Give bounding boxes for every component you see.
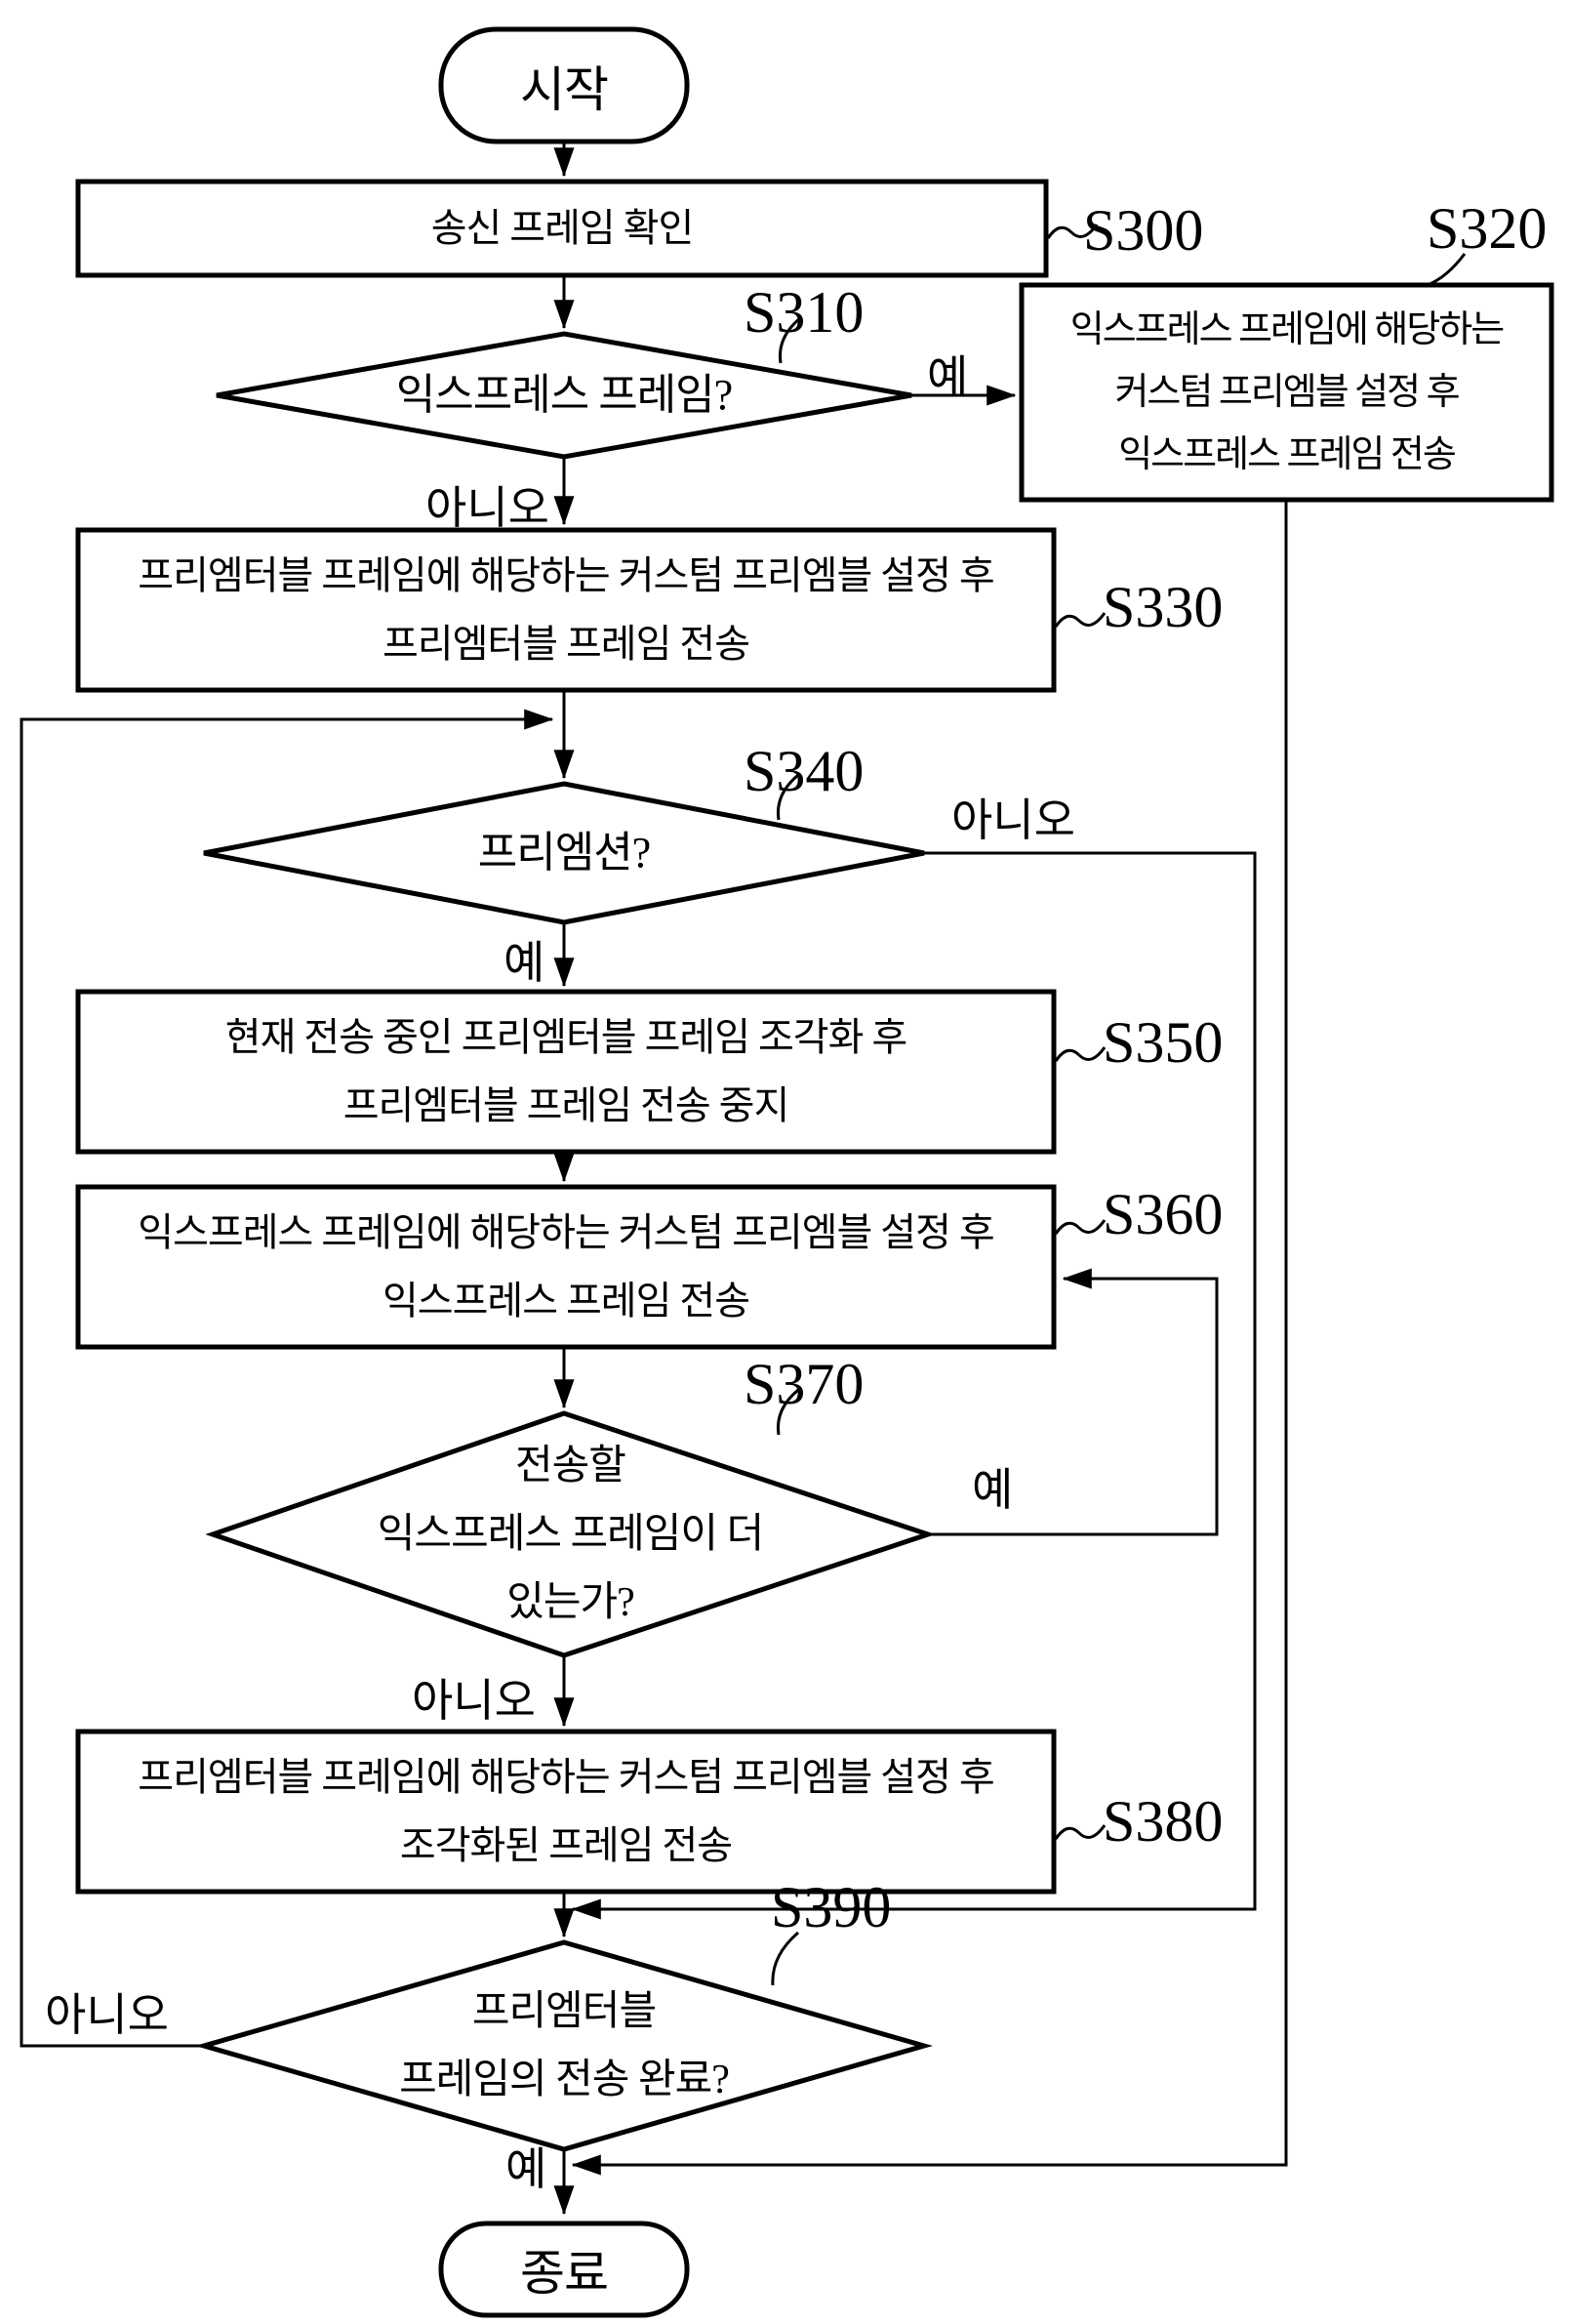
s350-line-2: 프리엠터블 프레임 전송 중지: [342, 1083, 790, 1127]
s380-line-2: 조각화된 프레임 전송: [399, 1823, 733, 1867]
s340-decision-text: 프리엠션?: [204, 784, 924, 922]
s320-step-label: S320: [1427, 196, 1548, 261]
s320-line-1: 익스프레스 프레임에 해당하는: [1069, 309, 1505, 350]
s320-process-text: 익스프레스 프레임에 해당하는 커스텀 프리엠블 설정 후 익스프레스 프레임 …: [1022, 285, 1551, 500]
s330-step-label: S330: [1103, 575, 1224, 639]
s310-decision-text: 익스프레스 프레임?: [217, 334, 911, 457]
s390-no-label: 아니오: [45, 1990, 169, 2040]
s390-step-label: S390: [771, 1875, 892, 1939]
end-terminal-shape: [438, 2221, 690, 2318]
start-terminal-shape: [438, 26, 690, 144]
s340-no-label: 아니오: [951, 795, 1075, 845]
s350-process-shape: [75, 989, 1057, 1155]
s330-process-text: 프리엠터블 프레임에 해당하는 커스텀 프리엠블 설정 후 프리엠터블 프레임 …: [78, 530, 1054, 690]
s300-line-1: 송신 프레임 확인: [430, 206, 695, 250]
s320-label-leader: [1427, 253, 1467, 287]
s370-step-label: S370: [744, 1352, 865, 1416]
s340-line-1: 프리엠션?: [477, 829, 651, 877]
s350-label-leader: [1054, 1046, 1107, 1062]
s370-decision-shape: [205, 1410, 936, 1658]
s360-process-shape: [75, 1184, 1057, 1350]
s330-process-shape: [75, 527, 1057, 693]
s370-no-label: 아니오: [412, 1676, 536, 1726]
s390-line-2: 프레임의 전송 완료?: [399, 2058, 730, 2102]
s360-line-2: 익스프레스 프레임 전송: [383, 1279, 750, 1323]
s340-step-label: S340: [744, 739, 865, 803]
s360-line-1: 익스프레스 프레임에 해당하는 커스텀 프리엠블 설정 후: [138, 1210, 994, 1254]
s390-decision-shape: [194, 1939, 934, 2152]
s310-decision-shape: [216, 331, 912, 460]
edge-s320-to-end: [571, 500, 1288, 2176]
s390-decision-text: 프리엠터블 프레임의 전송 완료?: [204, 1942, 924, 2149]
s330-line-2: 프리엠터블 프레임 전송: [383, 622, 750, 666]
edge-s340-no-to-s390: [571, 851, 1257, 1920]
s310-line-1: 익스프레스 프레임?: [395, 371, 733, 419]
s300-process-shape: [75, 179, 1049, 278]
s360-step-label: S360: [1103, 1182, 1224, 1246]
start-text: 시작: [520, 61, 609, 117]
s320-process-shape: [1019, 282, 1554, 503]
start-terminal-label: 시작: [441, 29, 687, 142]
edge-s370-yes-loop-to-s360: [928, 1268, 1219, 1536]
s310-step-label: S310: [744, 280, 865, 345]
s350-line-1: 현재 전송 중인 프리엠터블 프레임 조각화 후: [224, 1015, 907, 1059]
s350-step-label: S350: [1103, 1010, 1224, 1075]
s320-line-3: 익스프레스 프레임 전송: [1118, 434, 1457, 475]
s300-process-text: 송신 프레임 확인: [78, 182, 1046, 275]
s380-process-text: 프리엠터블 프레임에 해당하는 커스텀 프리엠블 설정 후 조각화된 프레임 전…: [78, 1732, 1054, 1892]
s390-label-leader: [771, 1931, 799, 1986]
s390-yes-label: 예: [505, 2144, 547, 2194]
s370-line-2: 익스프레스 프레임이 더: [377, 1512, 764, 1557]
s320-line-2: 커스텀 프리엠블 설정 후: [1114, 372, 1460, 413]
s380-label-leader: [1054, 1824, 1107, 1840]
s370-decision-text: 전송할 익스프레스 프레임이 더 있는가?: [213, 1413, 928, 1655]
s380-process-shape: [75, 1729, 1057, 1895]
s370-yes-label: 예: [972, 1465, 1014, 1515]
end-terminal-label: 종료: [441, 2223, 687, 2315]
s330-line-1: 프리엠터블 프레임에 해당하는 커스텀 프리엠블 설정 후: [138, 553, 994, 597]
s330-label-leader: [1054, 612, 1107, 628]
s300-label-leader: [1046, 224, 1099, 239]
s370-line-3: 있는가?: [506, 1580, 635, 1625]
s310-no-label: 아니오: [425, 483, 549, 533]
s390-line-1: 프리엠터블: [471, 1989, 657, 2034]
s370-label-leader: [776, 1388, 799, 1436]
edge-s390-no-loop-to-s340: [20, 709, 554, 2048]
s380-line-1: 프리엠터블 프레임에 해당하는 커스텀 프리엠블 설정 후: [138, 1755, 994, 1799]
s340-label-leader: [776, 773, 799, 821]
s310-label-leader: [778, 316, 801, 364]
s360-label-leader: [1054, 1219, 1107, 1235]
s370-line-1: 전송할: [515, 1444, 626, 1488]
s340-yes-label: 예: [504, 938, 545, 988]
s380-step-label: S380: [1103, 1789, 1224, 1854]
s310-yes-label: 예: [927, 352, 969, 402]
s360-process-text: 익스프레스 프레임에 해당하는 커스텀 프리엠블 설정 후 익스프레스 프레임 …: [78, 1187, 1054, 1347]
s300-step-label: S300: [1083, 198, 1204, 263]
s340-decision-shape: [203, 781, 925, 925]
s350-process-text: 현재 전송 중인 프리엠터블 프레임 조각화 후 프리엠터블 프레임 전송 중지: [78, 992, 1054, 1152]
end-text: 종료: [520, 2246, 609, 2301]
